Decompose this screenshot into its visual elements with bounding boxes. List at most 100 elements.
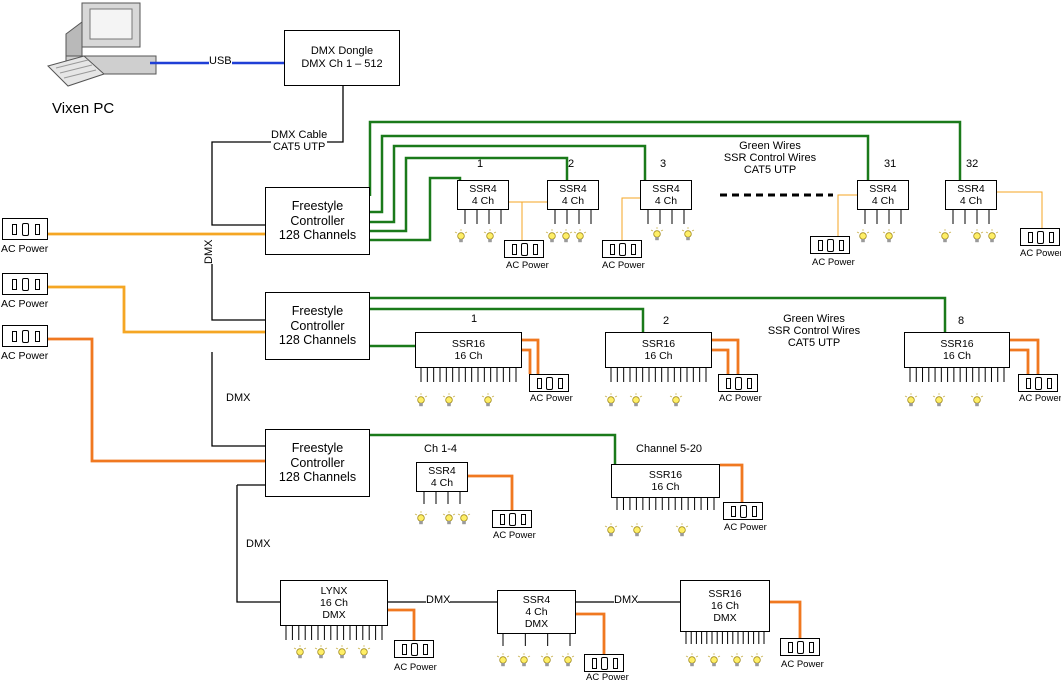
ssr16-r3-title: SSR16	[648, 468, 683, 481]
light-bulb-icon	[314, 645, 328, 659]
ssr4-r1-3-ch: 4 Ch	[654, 195, 678, 207]
ssr16-r2-1-title: SSR16	[451, 337, 486, 350]
light-bulb-icon	[573, 229, 587, 243]
ssr16-r3-ch: 16 Ch	[651, 481, 680, 493]
freestyle-controller-2[interactable]: Freestyle Controller 128 Channels	[265, 292, 370, 360]
light-bulb-icon	[414, 393, 428, 407]
relay-legs	[285, 210, 1005, 646]
ssr4-r3-ch: 4 Ch	[430, 477, 454, 489]
dongle-title: DMX Dongle	[310, 45, 374, 58]
dmx-cable-label-line1: DMX Cable	[271, 129, 328, 141]
lynx-dmx[interactable]: LYNX 16 Ch DMX	[280, 580, 388, 626]
light-bulb-icon	[414, 511, 428, 525]
dmx-dongle[interactable]: DMX Dongle DMX Ch 1 – 512	[284, 30, 400, 86]
ac-outlet-r3-ssr16	[723, 502, 763, 520]
ssr4-dmx[interactable]: SSR4 4 Ch DMX	[497, 590, 576, 634]
ssr16-r2-8-title: SSR16	[940, 337, 974, 350]
controller-3-line3: 128 Channels	[278, 470, 357, 485]
ac-power-label-ssr4-dmx: AC Power	[586, 672, 629, 683]
light-bulb-icon	[750, 653, 764, 667]
green-control-wires	[368, 120, 962, 464]
ac-power-label-r2-1: AC Power	[530, 393, 573, 404]
freestyle-controller-1[interactable]: Freestyle Controller 128 Channels	[265, 187, 370, 255]
ac-outlet-lynx	[394, 640, 434, 658]
controller-2-line2: Controller	[290, 318, 345, 333]
ac-outlet-r2-1	[529, 374, 569, 392]
ssr4-r1-3-title: SSR4	[652, 182, 680, 195]
ac-outlet-left-1	[2, 218, 48, 240]
ac-power-label-r2-2: AC Power	[719, 393, 762, 404]
light-bulb-icon	[669, 393, 683, 407]
light-bulb-icon	[454, 229, 468, 243]
ssr-number-32: 32	[966, 158, 979, 170]
freestyle-controller-3[interactable]: Freestyle Controller 128 Channels	[265, 429, 370, 497]
light-bulb-icon	[335, 645, 349, 659]
dmx-cable-label-line2: CAT5 UTP	[272, 141, 326, 153]
ac-power-label-r2-8: AC Power	[1019, 393, 1061, 404]
ac-power-label-ssr16-dmx: AC Power	[781, 659, 824, 670]
ssr16-dmx-label: DMX	[713, 612, 737, 625]
light-bulb-icon	[561, 653, 575, 667]
lynx-title: LYNX	[320, 584, 348, 597]
light-bulb-icon	[442, 393, 456, 407]
usb-label: USB	[209, 55, 232, 67]
ssr-number-2: 2	[568, 158, 575, 170]
pc-label: Vixen PC	[52, 100, 115, 117]
ac-power-label-r1-32: AC Power	[1020, 248, 1061, 259]
light-bulb-icon	[882, 229, 896, 243]
ssr16-number-1: 1	[471, 313, 478, 325]
light-bulb-icon	[730, 653, 744, 667]
ac-power-label-r1-3: AC Power	[602, 260, 645, 271]
ssr16-r2-2-ch: 16 Ch	[644, 350, 673, 362]
ssr4-r1-1-title: SSR4	[469, 182, 497, 195]
ac-outlet-left-3	[2, 325, 48, 347]
dongle-channels: DMX Ch 1 – 512	[301, 58, 383, 70]
controller-1-line1: Freestyle	[291, 199, 344, 214]
dmx-label-5: DMX	[614, 594, 639, 606]
controller-1-line2: Controller	[290, 213, 345, 228]
ssr4-dmx-ch: 4 Ch	[525, 605, 548, 618]
controller-1-line3: 128 Channels	[278, 228, 357, 243]
ssr16-r2-2-title: SSR16	[641, 337, 676, 350]
ac-outlet-r2-8	[1018, 374, 1058, 392]
controller-2-line3: 128 Channels	[278, 333, 357, 348]
ac-outlet-r1-3	[602, 240, 642, 258]
ac-power-label-left-1: AC Power	[1, 243, 49, 255]
ssr16-dmx-ch: 16 Ch	[710, 599, 740, 612]
light-bulb-icon	[604, 523, 618, 537]
ssr16-dmx[interactable]: SSR16 16 Ch DMX	[680, 580, 770, 632]
light-bulb-icon	[856, 229, 870, 243]
light-bulb-icon	[970, 393, 984, 407]
light-bulb-icon	[985, 229, 999, 243]
green-note-2-line1: Green Wires	[783, 313, 845, 325]
light-bulb-icon	[540, 653, 554, 667]
ssr16-dmx-title: SSR16	[708, 587, 742, 600]
ssr4-r3-title: SSR4	[428, 464, 456, 477]
dmx-label-vertical: DMX	[203, 239, 215, 264]
bulb-group	[293, 227, 999, 667]
lynx-ch: 16 Ch	[319, 596, 349, 609]
ac-outlet-ssr4-dmx	[584, 654, 624, 672]
light-bulb-icon	[457, 511, 471, 525]
controller-2-line1: Freestyle	[291, 304, 344, 319]
dmx-cable-label: DMX Cable CAT5 UTP	[271, 129, 328, 153]
ssr16-r2-8-ch: 16 Ch	[942, 350, 972, 362]
green-note-2-line3: CAT5 UTP	[787, 337, 841, 349]
ssr4-dmx-label: DMX	[524, 618, 549, 631]
ac-outlet-r3-ssr4	[492, 510, 532, 528]
ac-power-label-r3-ssr4: AC Power	[493, 530, 536, 541]
ac-power-label-r1-31: AC Power	[812, 257, 855, 268]
light-bulb-icon	[630, 523, 644, 537]
light-bulb-icon	[681, 227, 695, 241]
ssr4-r1-1-ch: 4 Ch	[471, 195, 495, 207]
